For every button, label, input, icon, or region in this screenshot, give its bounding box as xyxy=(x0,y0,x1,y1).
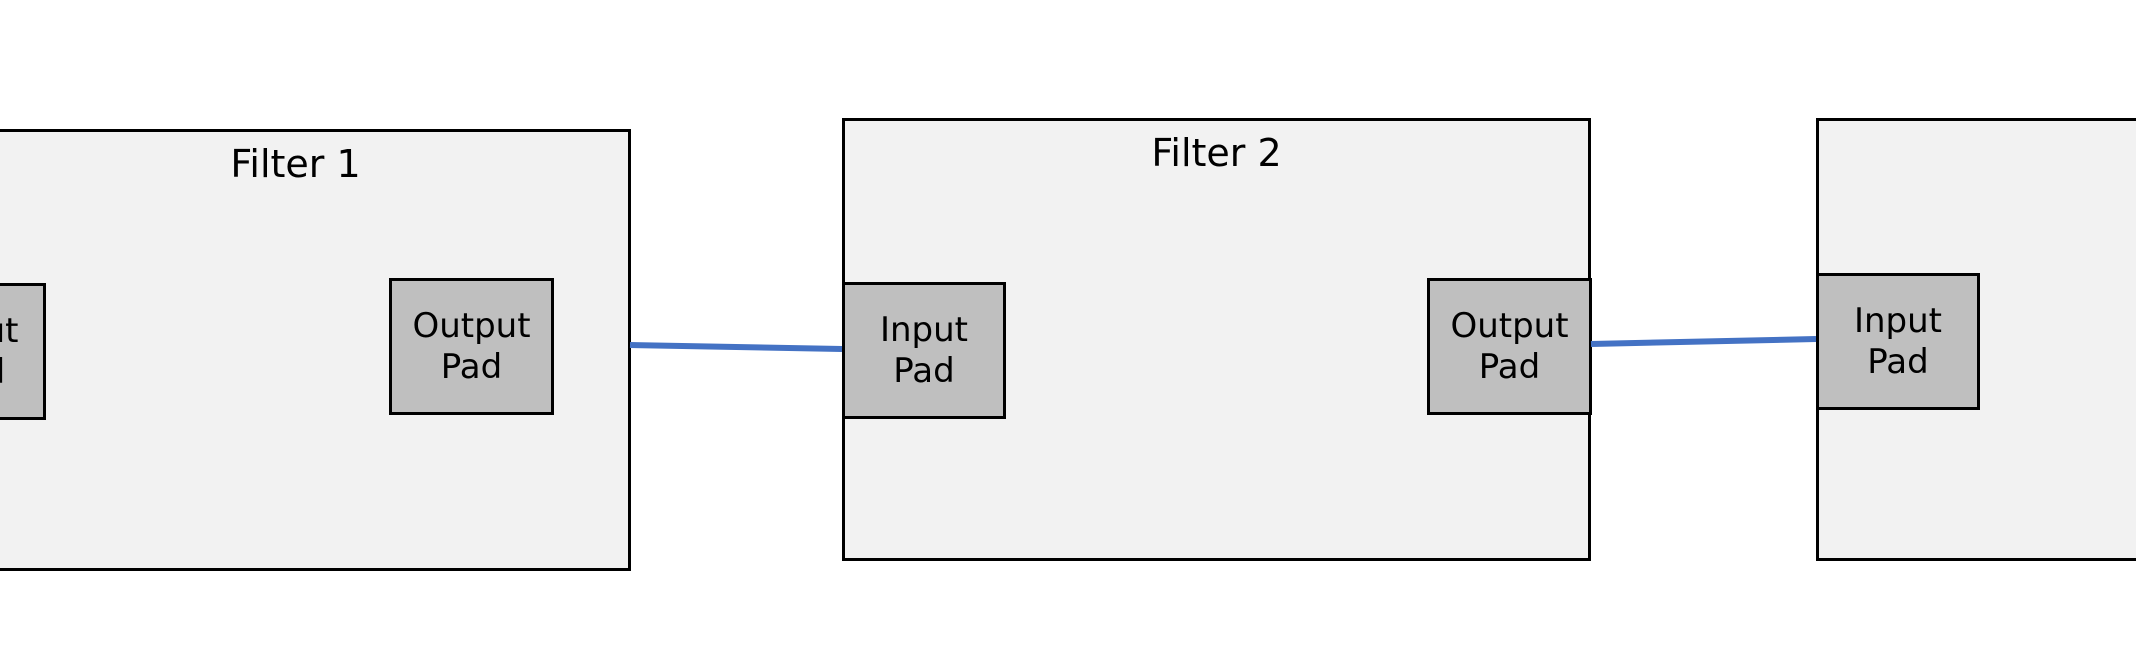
filter-2-box: Filter 2 Input Pad Output Pad xyxy=(842,118,1592,561)
pad-label-line2: Pad xyxy=(1478,346,1541,387)
pad-label-line1: Output xyxy=(412,305,531,346)
filter-1-input-pad: Input Pad xyxy=(0,283,46,420)
pad-label-line1: Input xyxy=(0,310,19,351)
pad-label-line1: Output xyxy=(1450,305,1569,346)
filter-2-title: Filter 2 xyxy=(1151,131,1282,175)
pad-label-line1: Input xyxy=(1853,300,1943,341)
pad-label-line2: Pad xyxy=(440,346,503,387)
pad-label-line2: Pad xyxy=(893,350,955,391)
filter-2-output-pad: Output Pad xyxy=(1427,278,1592,415)
pad-label-line2: Pad xyxy=(1867,341,1929,382)
pad-label-line2: Pad xyxy=(0,352,19,393)
filter-2-input-pad: Input Pad xyxy=(842,282,1006,419)
link-filter1-to-filter2 xyxy=(629,342,843,352)
link-filter2-to-filter3 xyxy=(1590,336,1817,347)
filter-3-input-pad: Input Pad xyxy=(1816,273,1980,410)
pad-label-line1: Input xyxy=(879,309,969,350)
filter-3-box: Input Pad xyxy=(1816,118,2136,561)
filter-1-output-pad: Output Pad xyxy=(389,278,554,415)
filter-1-title: Filter 1 xyxy=(230,142,361,186)
filter-1-box: Filter 1 Input Pad Output Pad xyxy=(0,129,631,571)
